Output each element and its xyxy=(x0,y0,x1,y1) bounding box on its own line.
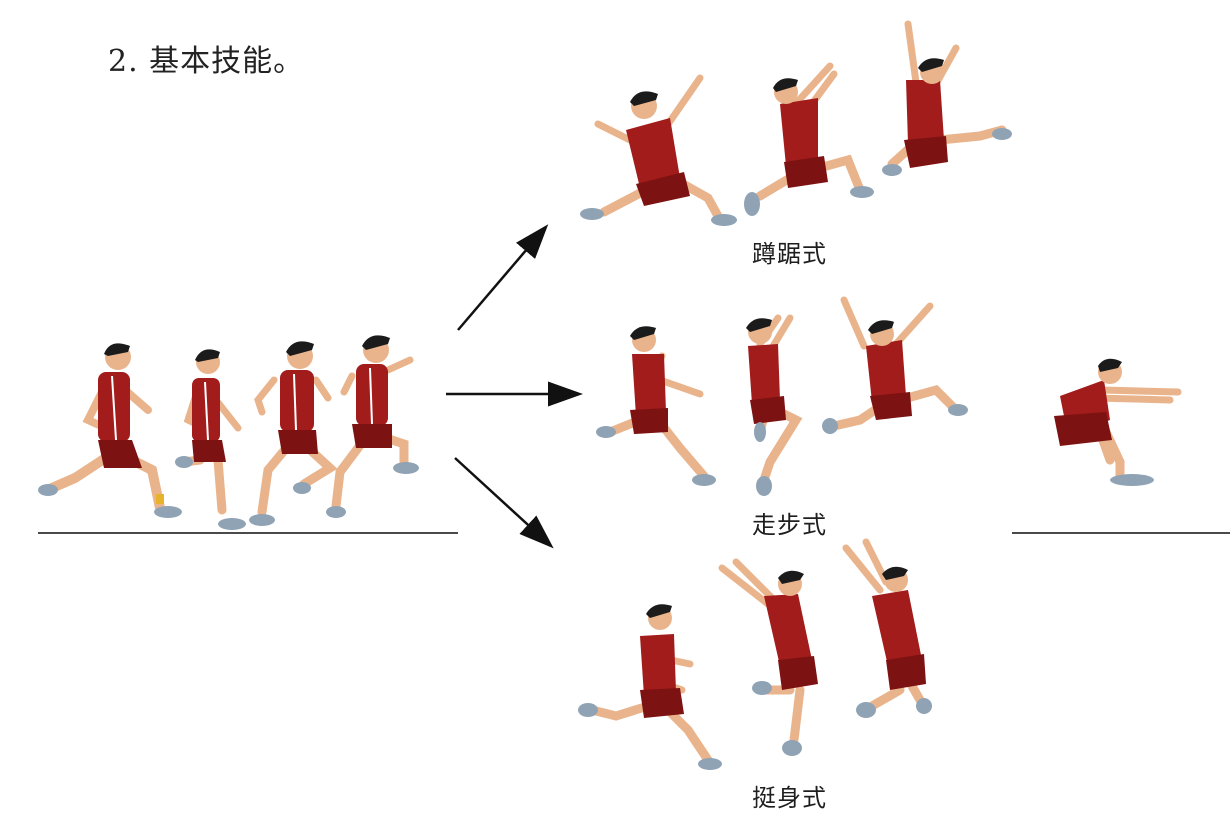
runup-figure-2 xyxy=(175,349,246,530)
squat-figure-1 xyxy=(580,74,737,226)
squat-figure-3 xyxy=(882,20,1012,176)
landing-figure xyxy=(1054,358,1182,486)
runup-figure-4 xyxy=(326,335,419,518)
caption-walk-style: 走步式 xyxy=(752,511,827,539)
runup-figure-1 xyxy=(38,343,182,518)
hang-figure-1 xyxy=(578,604,722,770)
hang-figure-2 xyxy=(718,558,818,756)
walk-figure-3 xyxy=(822,296,968,434)
squat-figure-2 xyxy=(744,62,874,216)
arrow-to-hang xyxy=(454,457,554,549)
hang-figure-3 xyxy=(842,538,932,718)
section-title: 2. 基本技能。 xyxy=(108,44,305,79)
runup-figure-3 xyxy=(249,341,338,526)
caption-hang-style: 挺身式 xyxy=(752,784,827,812)
walk-figure-1 xyxy=(596,326,716,486)
walk-figure-2 xyxy=(746,314,803,496)
caption-squat-style: 蹲踞式 xyxy=(752,240,827,268)
arrow-to-squat xyxy=(457,224,549,331)
